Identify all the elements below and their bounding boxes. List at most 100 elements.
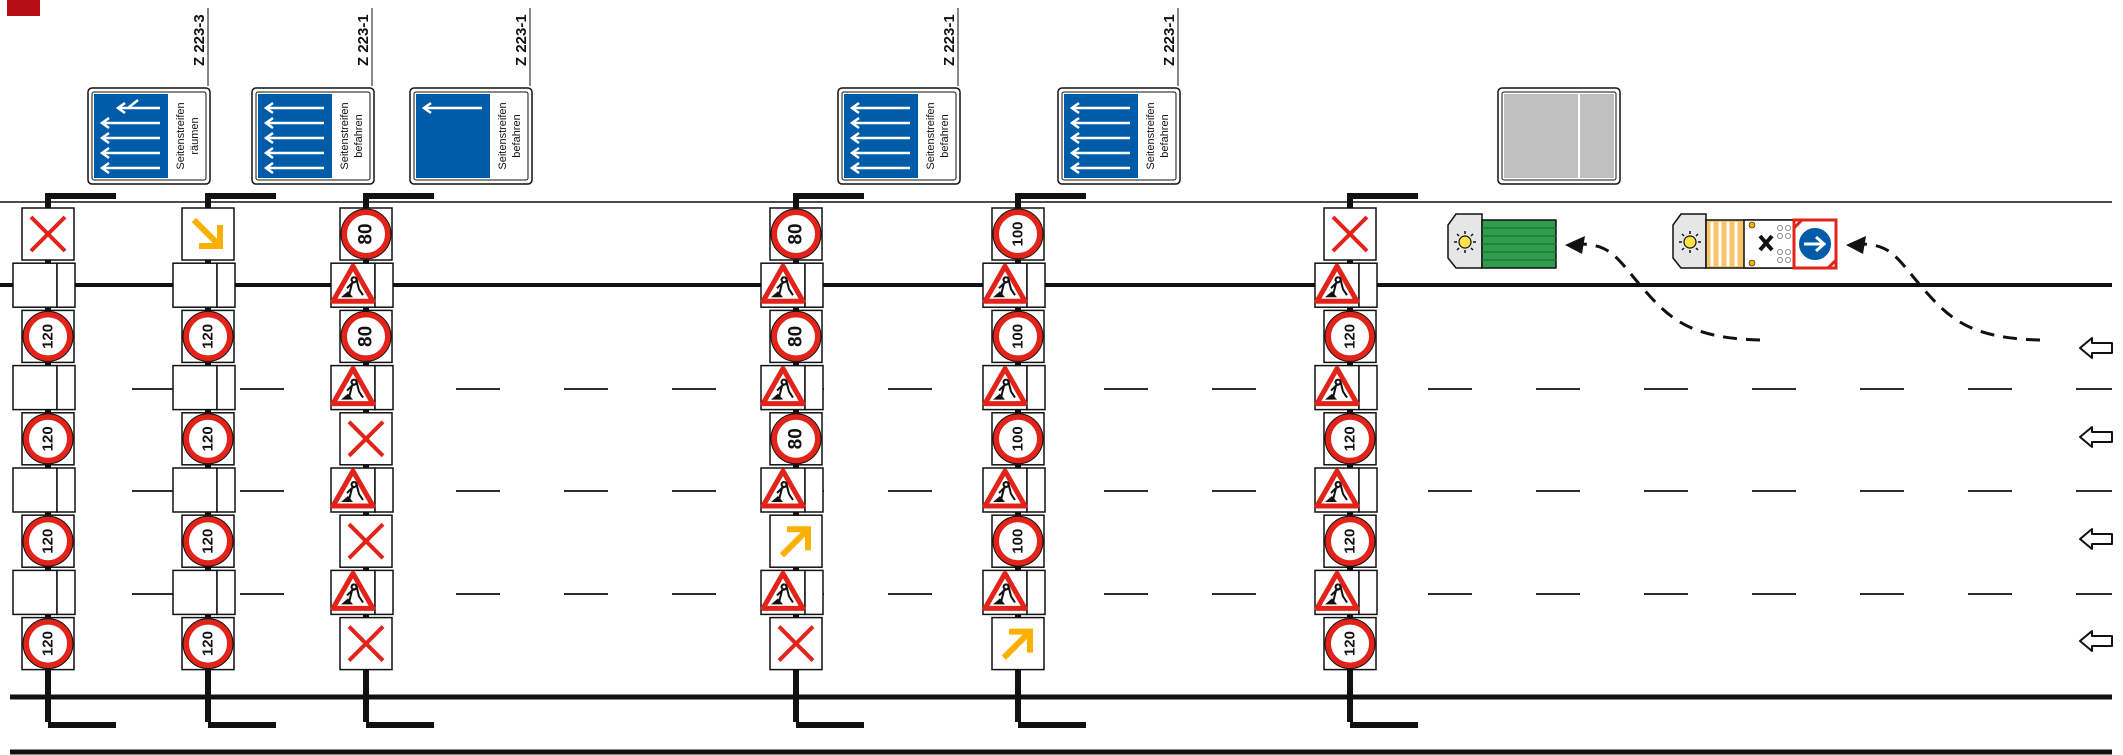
speed-limit-value: 120 (1342, 426, 1359, 451)
gantry: 80 80 (330, 207, 394, 671)
speed-limit-icon: 80 (770, 413, 822, 465)
speed-limit-value: 120 (200, 324, 217, 349)
lane-sign: 120 (1323, 616, 1377, 671)
lane-sign (339, 412, 393, 466)
lane-sign (21, 207, 75, 261)
lane-sign: 80 (339, 309, 393, 364)
lane-sign (760, 569, 824, 616)
speed-limit-icon: 100 (992, 310, 1044, 362)
corner-marker (7, 0, 40, 16)
lane-sign (12, 569, 76, 616)
speed-limit-icon: 120 (22, 515, 74, 567)
path-arrow-truck (1579, 242, 1761, 342)
speed-limit-icon: 120 (182, 618, 234, 670)
lane-sign (181, 207, 235, 261)
speed-limit-icon: 120 (22, 310, 74, 362)
info-sign-text: befahren (1159, 114, 1171, 157)
info-sign-text: befahren (939, 114, 951, 157)
speed-limit-icon: 120 (182, 515, 234, 567)
lane-sign (172, 262, 236, 308)
lane-sign: 120 (21, 514, 75, 568)
arrow-head-icon (1565, 236, 1585, 254)
speed-limit-icon: 120 (1324, 515, 1376, 567)
lane-sign: 100 (991, 412, 1045, 466)
vehicle-paths (1565, 236, 2041, 342)
sign-poles (45, 193, 1418, 728)
cross-mark-icon (1758, 234, 1774, 252)
speed-limit-icon: 120 (1324, 413, 1376, 465)
lane-sign (760, 467, 824, 513)
speed-limit-value: 100 (1010, 426, 1027, 451)
lane-sign: 80 (769, 412, 823, 466)
info-sign-text: Seitenstreifen (497, 102, 509, 169)
lane-sign: 120 (1323, 412, 1377, 466)
lane-sign (12, 364, 76, 411)
lane-sign (1314, 467, 1378, 513)
info-sign-text: Seitenstreifen (925, 102, 937, 169)
left-arrow-icon (2079, 528, 2113, 550)
lane-sign (12, 467, 76, 513)
speed-limit-value: 80 (356, 326, 377, 347)
lane-sign (982, 467, 1046, 513)
lane-sign (330, 569, 394, 616)
lane-sign (769, 616, 823, 671)
lane-sign (1314, 262, 1378, 308)
path-arrow-trailer (1861, 242, 2041, 342)
sign-code-label: Z 223-1 (513, 14, 530, 66)
speed-limit-icon: 120 (1324, 310, 1376, 362)
speed-limit-icon: 120 (22, 413, 74, 465)
speed-limit-value: 100 (1010, 221, 1027, 246)
gantry: 100 100 100 100 (982, 207, 1046, 671)
arrow-head-icon (1846, 236, 1866, 254)
safety-trailer (1672, 213, 1838, 270)
lane-sign (991, 616, 1045, 671)
speed-limit-value: 120 (200, 631, 217, 656)
sign-code-label: Z 223-3 (191, 14, 208, 66)
lane-sign: 100 (991, 207, 1045, 261)
speed-limit-icon: 80 (770, 310, 822, 362)
lane-sign: 120 (1323, 514, 1377, 568)
gantry: 120 120 120 120 (12, 207, 76, 671)
speed-limit-icon: 80 (340, 310, 392, 362)
lane-sign: 100 (991, 514, 1045, 568)
speed-limit-icon: 120 (1324, 618, 1376, 670)
sign-code-label: Z 223-1 (941, 14, 958, 66)
speed-limit-icon: 120 (22, 618, 74, 670)
speed-limit-icon: 120 (182, 310, 234, 362)
lane-sign (339, 616, 393, 671)
info-sign-text: Seitenstreifen (175, 102, 187, 169)
lane-sign (769, 514, 823, 568)
info-sign-text: räumen (189, 117, 201, 154)
speed-limit-icon: 100 (992, 515, 1044, 567)
work-truck (1447, 213, 1557, 269)
speed-limit-value: 80 (786, 428, 807, 449)
speed-limit-value: 120 (40, 426, 57, 451)
speed-limit-icon: 80 (770, 208, 822, 260)
speed-limit-value: 120 (1342, 324, 1359, 349)
info-sign-text: Seitenstreifen (339, 102, 351, 169)
lane-sign: 120 (181, 514, 235, 568)
lane-sign: 80 (769, 207, 823, 261)
speed-limit-icon: 100 (992, 208, 1044, 260)
info-sign-text: befahren (353, 114, 365, 157)
gantry-row: 1201201201201201201201208080808080100100… (12, 207, 1378, 671)
info-sign-text: Seitenstreifen (1145, 102, 1157, 169)
lane-sign: 120 (181, 412, 235, 466)
lane-sign (172, 364, 236, 411)
speed-limit-icon: 120 (182, 413, 234, 465)
speed-limit-value: 120 (1342, 631, 1359, 656)
lane-sign (330, 467, 394, 513)
sign-code-label: Z 223-1 (1161, 14, 1178, 66)
speed-limit-icon: 80 (340, 208, 392, 260)
gantry: 80 80 80 (760, 207, 824, 671)
lane-sign (760, 262, 824, 308)
lane-sign: 120 (21, 616, 75, 671)
speed-limit-value: 80 (356, 223, 377, 244)
lane-sign: 120 (181, 616, 235, 671)
